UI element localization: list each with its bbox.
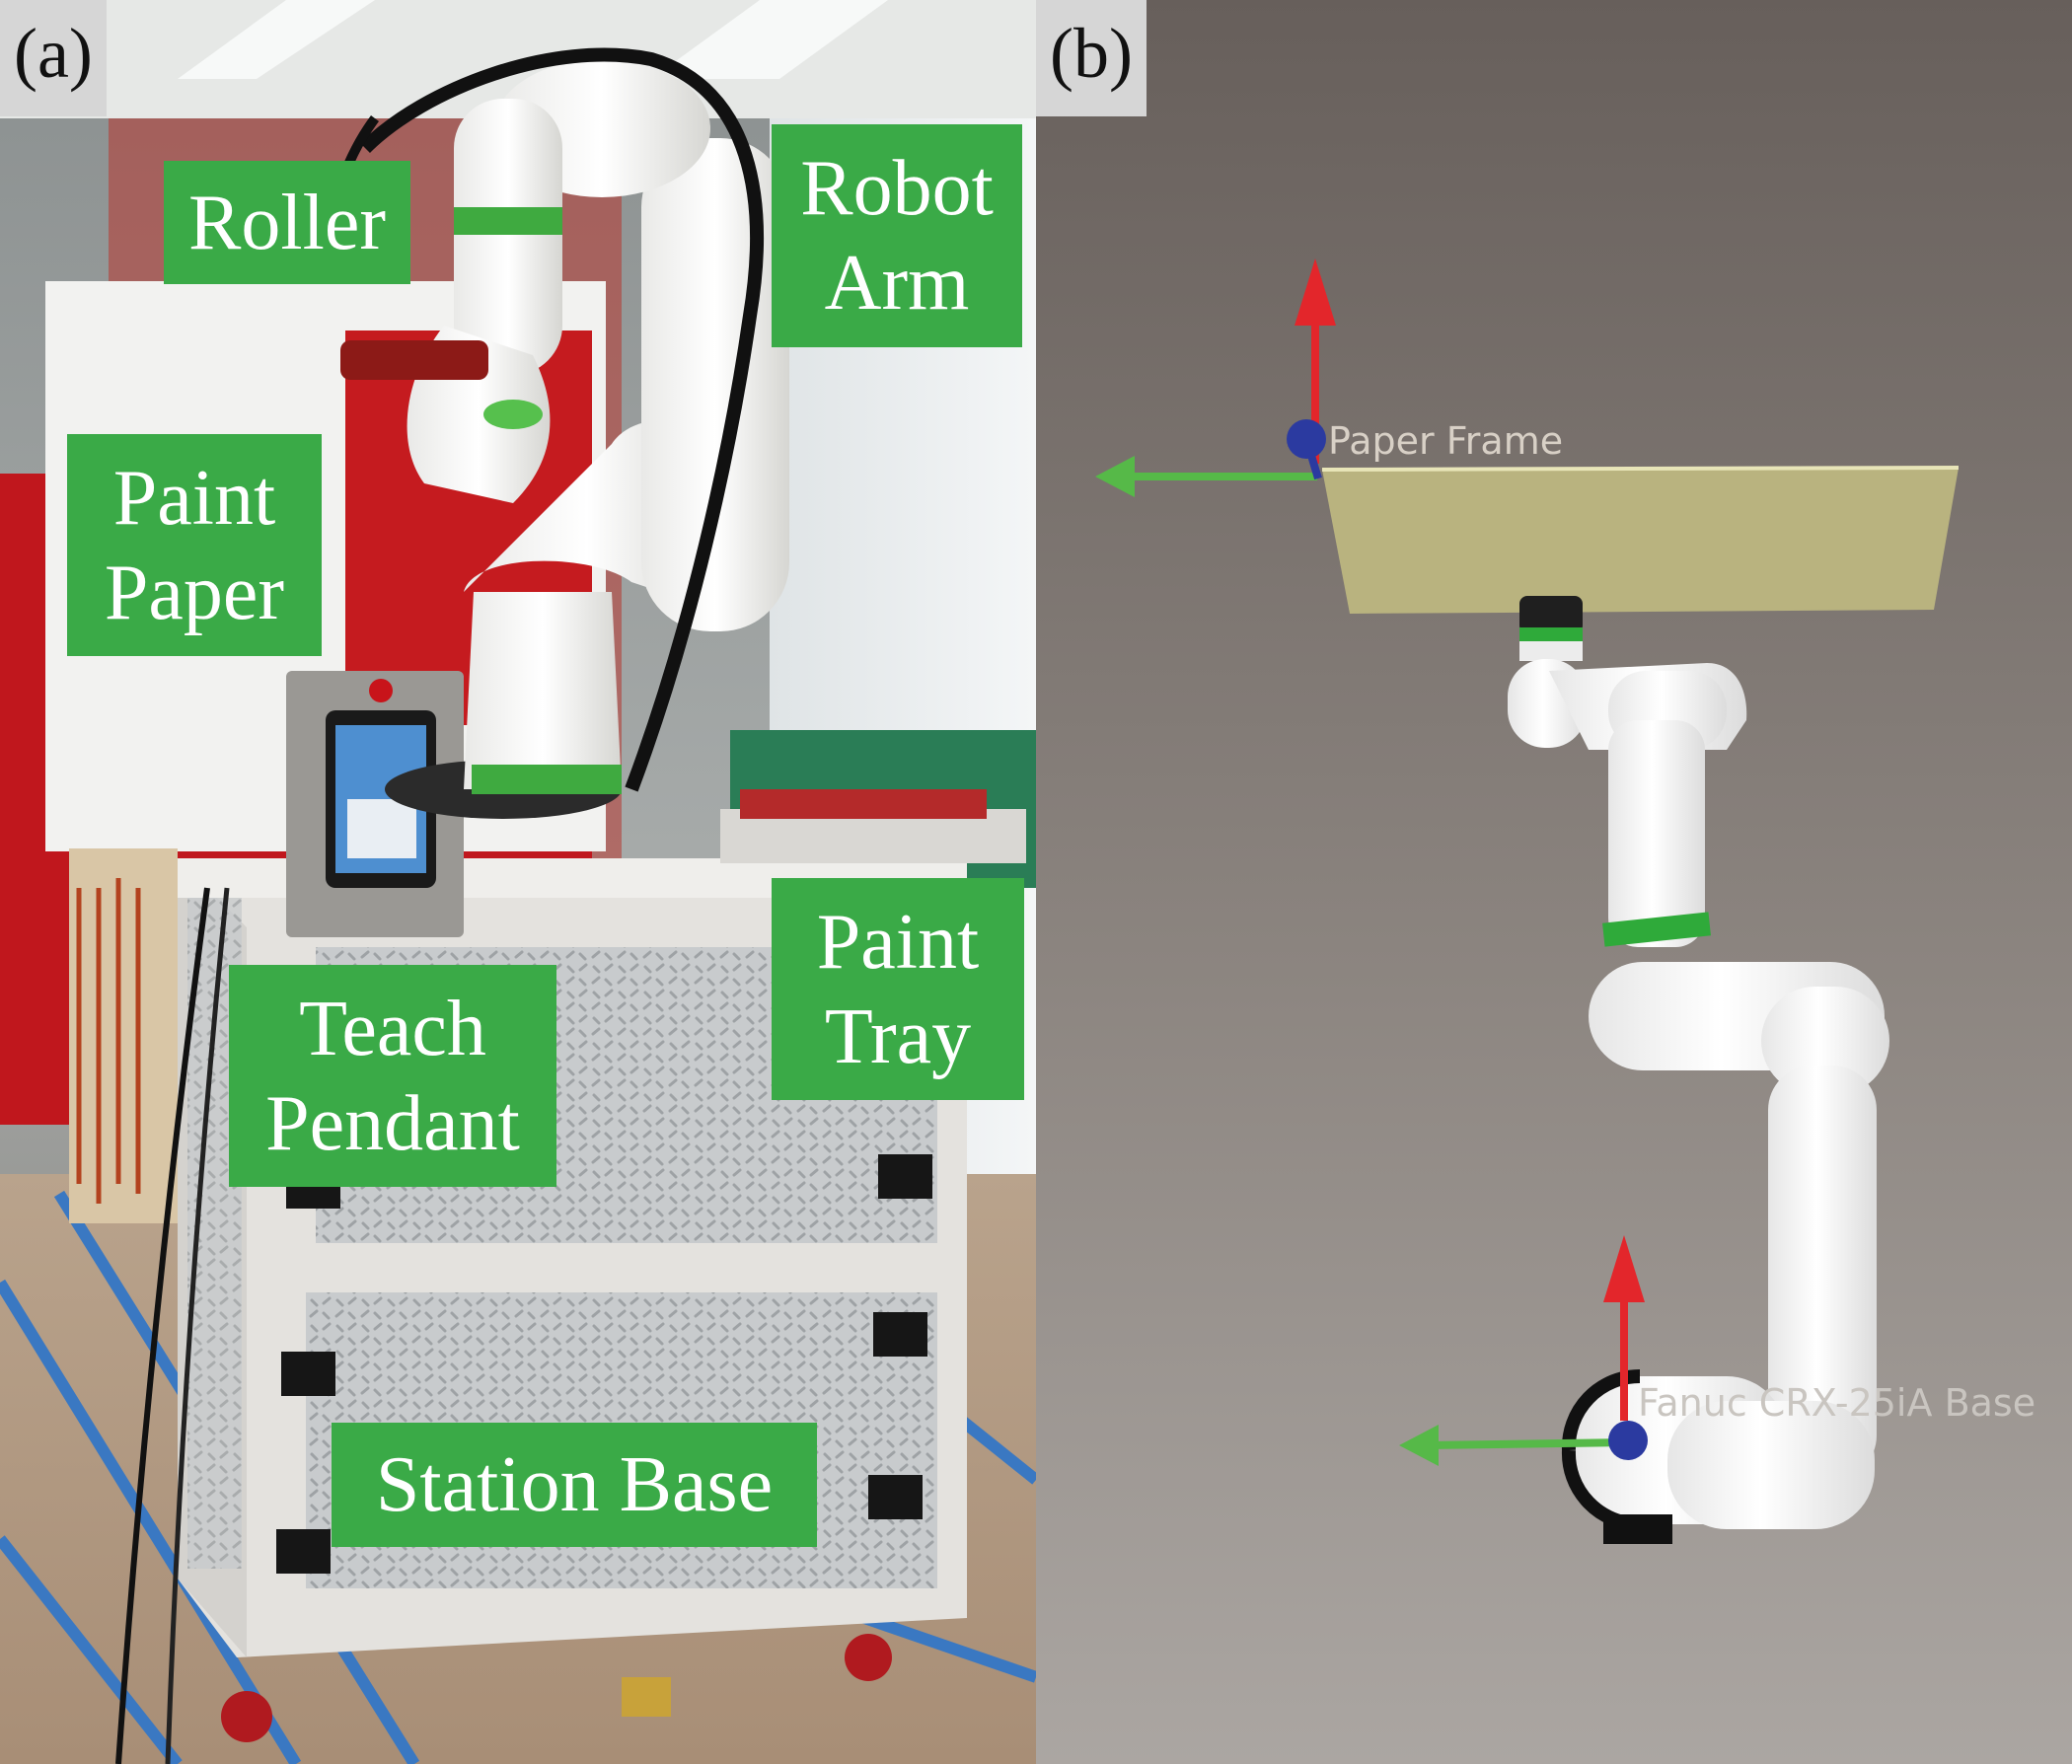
robot-arm-callout-line-2: Arm bbox=[824, 240, 970, 327]
station-base-callout: Station Base bbox=[332, 1423, 817, 1547]
base-frame-axes bbox=[1399, 1235, 1648, 1466]
photo-panel: (a) Roller Robot Arm Paint Paper Paint T… bbox=[0, 0, 1036, 1764]
paint-paper-callout: Paint Paper bbox=[67, 434, 322, 656]
teach-pendant-callout-line-2: Pendant bbox=[265, 1079, 520, 1167]
paint-tray-callout-line-1: Paint bbox=[816, 898, 980, 986]
paint-tray-callout-line-2: Tray bbox=[824, 992, 972, 1080]
paper-frame-label: Paper Frame bbox=[1328, 419, 1564, 463]
teach-pendant-callout: Teach Pendant bbox=[229, 965, 556, 1187]
paper-plane bbox=[1322, 468, 1959, 614]
paint-tray-callout: Paint Tray bbox=[772, 878, 1024, 1100]
station-base-callout-label: Station Base bbox=[375, 1441, 774, 1528]
paint-paper-callout-line-1: Paint bbox=[112, 454, 276, 542]
panel-b-tag: (b) bbox=[1036, 0, 1147, 116]
paper-frame-axes bbox=[1095, 258, 1336, 497]
panel-a-tag: (a) bbox=[0, 0, 107, 116]
simulation-render bbox=[1036, 0, 2072, 1764]
robot-base-frame-label: Fanuc CRX-25iA Base bbox=[1638, 1381, 2036, 1425]
paint-paper-callout-line-2: Paper bbox=[104, 549, 285, 636]
robot-arm-callout: Robot Arm bbox=[772, 124, 1022, 347]
roller-callout: Roller bbox=[164, 161, 410, 284]
teach-pendant-callout-line-1: Teach bbox=[299, 985, 486, 1072]
simulation-panel: (b) Paper Frame Fanuc CRX-25iA Base bbox=[1036, 0, 2072, 1764]
roller-callout-label: Roller bbox=[188, 179, 386, 266]
robot-arm-callout-line-1: Robot bbox=[800, 145, 994, 232]
